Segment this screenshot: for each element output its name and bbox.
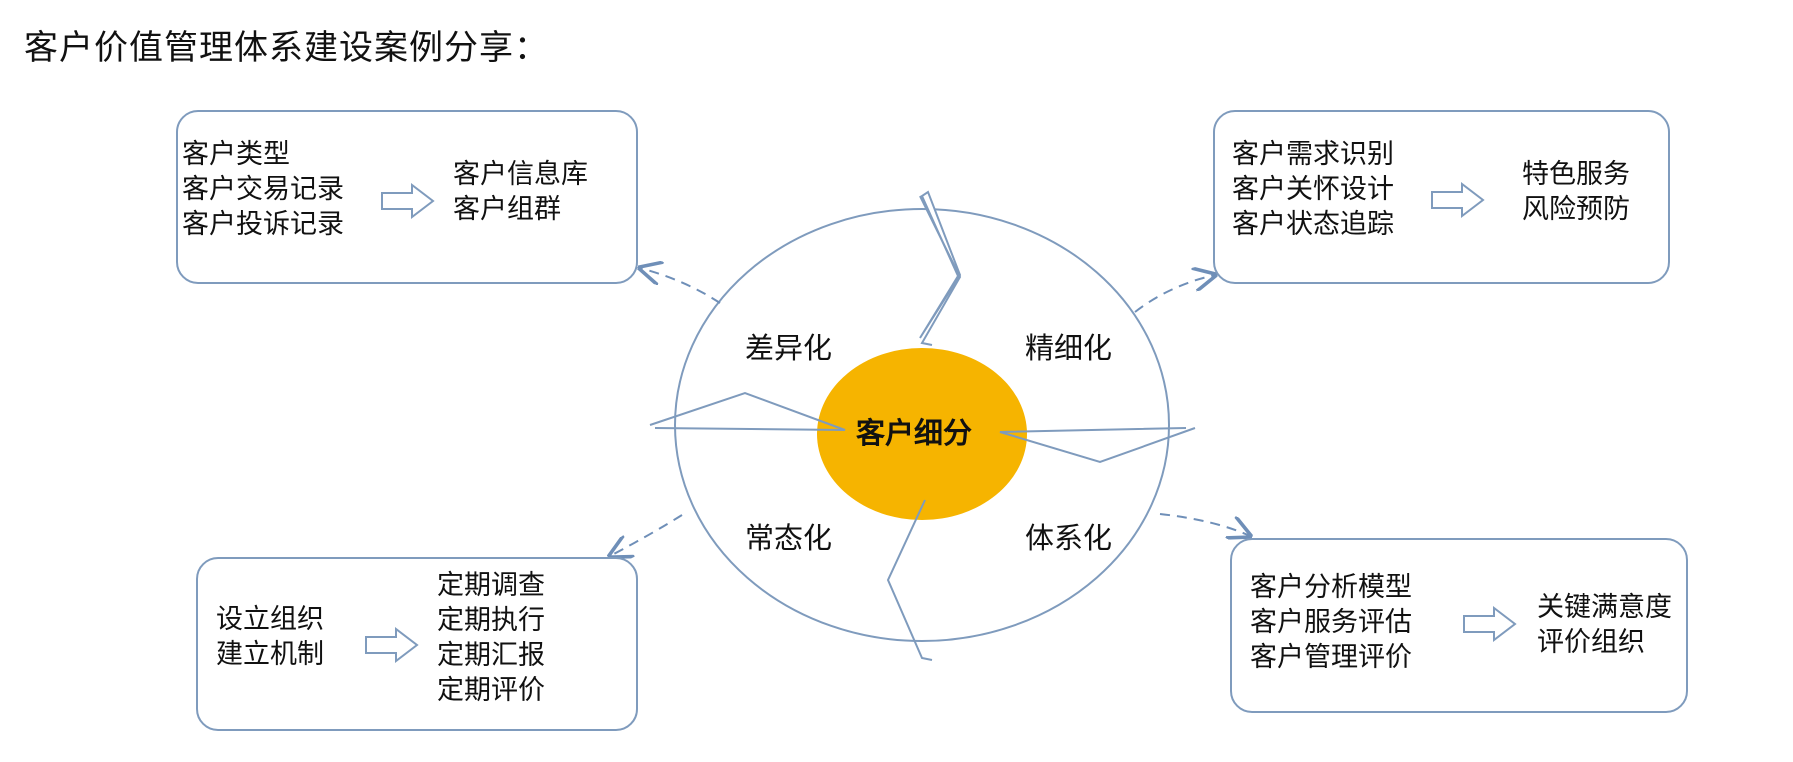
box-bottom-right-inputs: 客户分析模型 客户服务评估 客户管理评价: [1250, 570, 1412, 675]
output-item: 定期执行: [437, 605, 545, 636]
input-item: 客户服务评估: [1250, 607, 1412, 638]
output-item: 定期汇报: [437, 640, 545, 671]
flow-arrow-icon: [381, 183, 435, 219]
center-ellipse: [817, 348, 1027, 520]
cycle-circle: [674, 208, 1170, 642]
output-item: 关键满意度: [1537, 592, 1672, 623]
quadrant-label-bottom-left: 常态化: [745, 521, 833, 555]
output-item: 定期评价: [437, 675, 545, 706]
connector-bottom-right: [1159, 513, 1250, 536]
input-item: 客户管理评价: [1250, 642, 1412, 673]
output-item: 定期调查: [437, 570, 545, 601]
input-item: 客户类型: [182, 139, 290, 170]
input-item: 设立组织: [216, 604, 324, 635]
center-label: 客户细分: [856, 416, 973, 450]
output-item: 特色服务: [1522, 159, 1630, 190]
quadrant-label-top-left: 差异化: [745, 331, 833, 365]
input-item: 客户状态追踪: [1232, 209, 1394, 240]
cycle-arrow-top-line: [919, 195, 962, 346]
input-item: 客户交易记录: [182, 174, 344, 205]
flow-arrow-icon: [1463, 606, 1517, 642]
output-item: 风险预防: [1522, 194, 1630, 225]
box-bottom-right-outputs: 关键满意度 评价组织: [1537, 590, 1672, 660]
quadrant-label-top-right: 精细化: [1025, 331, 1113, 365]
input-item: 客户分析模型: [1250, 572, 1412, 603]
box-top-right-outputs: 特色服务 风险预防: [1522, 157, 1630, 227]
cycle-arrow-right: [999, 427, 1196, 464]
connector-bottom-left: [610, 514, 683, 556]
cycle-arrow-bottom: [886, 499, 933, 661]
connector-top-left: [640, 268, 721, 304]
output-item: 评价组织: [1537, 627, 1645, 658]
connector-top-right: [1134, 275, 1215, 313]
input-item: 建立机制: [216, 639, 324, 670]
box-bottom-right: [1230, 538, 1688, 713]
box-top-left-outputs: 客户信息库 客户组群: [453, 157, 588, 227]
box-top-right: [1213, 110, 1670, 284]
input-item: 客户关怀设计: [1232, 174, 1394, 205]
box-top-right-inputs: 客户需求识别 客户关怀设计 客户状态追踪: [1232, 137, 1394, 242]
output-item: 客户信息库: [453, 159, 588, 190]
cycle-arrow-left: [649, 391, 846, 431]
box-bottom-left-outputs: 定期调查 定期执行 定期汇报 定期评价: [437, 568, 545, 708]
flow-arrow-icon: [365, 627, 419, 663]
output-item: 客户组群: [453, 194, 561, 225]
flow-arrow-icon: [1431, 182, 1485, 218]
input-item: 客户投诉记录: [182, 209, 344, 240]
quadrant-label-bottom-right: 体系化: [1025, 521, 1113, 555]
box-bottom-left-inputs: 设立组织 建立机制: [216, 602, 324, 672]
box-top-left-inputs: 客户类型 客户交易记录 客户投诉记录: [182, 137, 344, 242]
page-title: 客户价值管理体系建设案例分享：: [24, 28, 549, 68]
input-item: 客户需求识别: [1232, 139, 1394, 170]
